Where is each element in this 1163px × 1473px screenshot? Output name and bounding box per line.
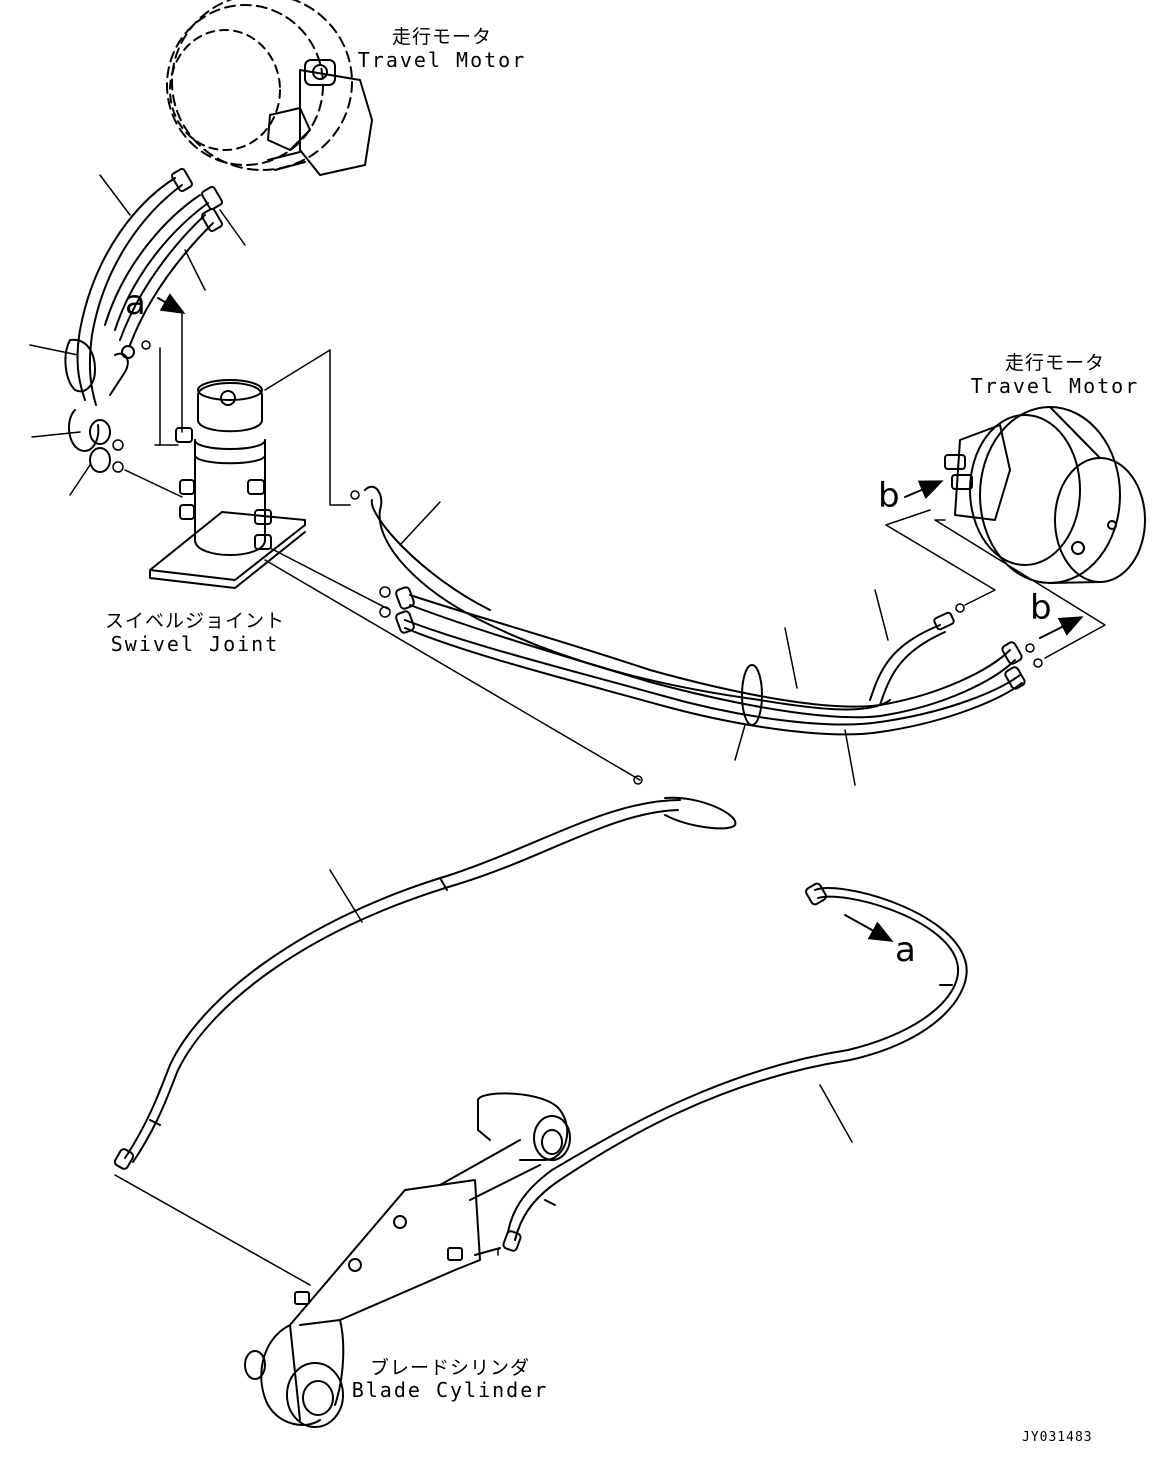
right-connect-lines xyxy=(885,509,1106,668)
view-marker-a-top: a xyxy=(125,283,146,323)
blade-cylinder xyxy=(244,1092,571,1428)
swivel-joint-label-jp: スイベルジョイント xyxy=(104,610,285,632)
view-arrows xyxy=(157,293,1084,942)
travel-motor-right-label-jp: 走行モータ xyxy=(1004,352,1105,374)
left-hose-bundle xyxy=(64,167,223,473)
blade-hose-left xyxy=(113,796,737,1170)
blade-cylinder-label-jp: ブレードシリンダ xyxy=(369,1357,530,1379)
swivel-connect-lines xyxy=(112,311,643,785)
travel-motor-left-label-jp: 走行モータ xyxy=(391,26,492,48)
blade-hose-right xyxy=(502,882,968,1252)
drawing-code: JY031483 xyxy=(1022,1430,1093,1445)
travel-motor-left-label-en: Travel Motor xyxy=(357,48,527,72)
view-marker-a-bottom: a xyxy=(895,930,916,970)
middle-leader-lines xyxy=(399,501,889,786)
left-leader-lines xyxy=(29,174,246,496)
swivel-joint-label-en: Swivel Joint xyxy=(110,632,280,656)
bottom-leader-lines xyxy=(114,869,853,1286)
view-marker-b-right: b xyxy=(1030,588,1052,628)
swivel-joint xyxy=(149,379,306,589)
view-marker-b-left: b xyxy=(878,476,900,516)
travel-motor-right-label-en: Travel Motor xyxy=(970,374,1140,398)
travel-motor-right xyxy=(944,406,1146,584)
travel-motor-left xyxy=(166,0,373,176)
blade-cylinder-label-en: Blade Cylinder xyxy=(351,1378,549,1402)
main-hose-run xyxy=(364,485,1026,736)
